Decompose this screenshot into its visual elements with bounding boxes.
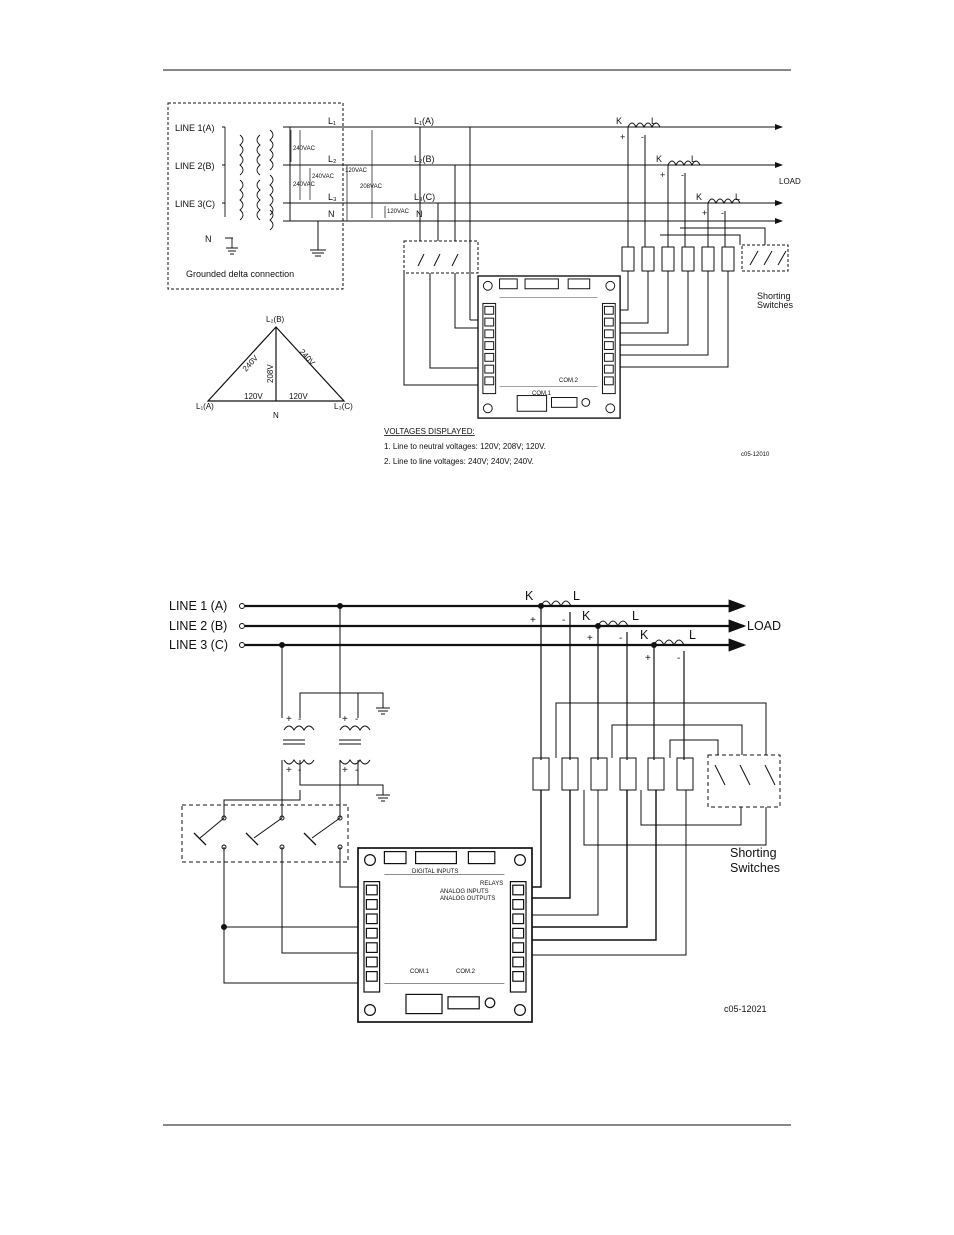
d2-meter-analog-outputs: ANALOG OUTPUTS <box>440 896 495 902</box>
d2-pt2s-minus: - <box>355 765 358 776</box>
voltages-displayed-title: VOLTAGES DISPLAYED: <box>384 427 475 436</box>
d2-meter-analog-inputs: ANALOG INPUTS <box>440 889 489 895</box>
d2-pt2-minus: - <box>355 714 358 725</box>
tri-top: L₂(B) <box>266 315 285 324</box>
d2-ct3-l: L <box>689 628 696 642</box>
tri-base-right: 120V <box>289 392 308 401</box>
d2-ct3-minus: - <box>677 653 680 664</box>
d1-meter-com2: COM.2 <box>559 378 579 384</box>
tri-right: L₃(C) <box>334 402 353 411</box>
d1-ct3-k: K <box>696 192 702 202</box>
d1-volt-5: 208VAC <box>360 184 383 190</box>
d1-phase-b: L₂(B) <box>414 154 435 164</box>
d2-line3-label: LINE 3 (C) <box>169 638 228 652</box>
d1-top-l1: L₁ <box>328 116 336 126</box>
d2-line2-label: LINE 2 (B) <box>169 619 227 633</box>
d1-load-label: LOAD <box>779 177 801 186</box>
d1-line1-label: LINE 1(A) <box>175 123 215 133</box>
d1-phase-n: N <box>416 209 423 219</box>
voltages-displayed-item-1: 1. Line to neutral voltages: 120V; 208V;… <box>384 442 546 451</box>
d2-pt1s-plus: + <box>286 765 292 776</box>
tri-center: 208V <box>266 364 275 383</box>
d1-figure-code: c05-12010 <box>741 452 770 458</box>
d1-line2-label: LINE 2(B) <box>175 161 215 171</box>
d2-ct2-k: K <box>582 609 591 623</box>
d2-ct1-k: K <box>525 589 534 603</box>
d1-volt-1: 240VAC <box>293 146 316 152</box>
d1-volt-6: 120VAC <box>387 209 410 215</box>
d1-neutral-label: N <box>205 234 212 244</box>
d1-ct1-k: K <box>616 116 622 126</box>
d2-ct2-l: L <box>632 609 639 623</box>
d2-figure-code: c05-12021 <box>724 1004 767 1014</box>
d1-ct3-plus: + <box>702 208 707 218</box>
d1-ct3-minus: - <box>721 208 724 218</box>
d2-ct3-k: K <box>640 628 649 642</box>
d2-pt1s-minus: - <box>298 765 301 776</box>
d2-pt1-minus: - <box>298 714 301 725</box>
d2-shorting-2: Switches <box>730 861 780 875</box>
d2-ct1-l: L <box>573 589 580 603</box>
d1-shorting-2: Switches <box>757 300 794 310</box>
d1-volt-2: 240VAC <box>312 174 335 180</box>
d2-meter-com2: COM.2 <box>456 969 476 975</box>
d1-ct1-l: L <box>651 116 656 126</box>
d1-line3-label: LINE 3(C) <box>175 199 215 209</box>
d1-top-n: N <box>328 209 335 219</box>
d2-meter-digital-inputs: DIGITAL INPUTS <box>412 869 458 875</box>
d1-box-caption: Grounded delta connection <box>186 269 294 279</box>
d1-ct2-k: K <box>656 154 662 164</box>
tri-side-right: 240V <box>298 347 318 367</box>
d1-ct2-minus: - <box>681 170 684 180</box>
d1-ct2-l: L <box>691 154 696 164</box>
d2-line1-label: LINE 1 (A) <box>169 599 227 613</box>
diagram-2 <box>181 599 781 984</box>
d2-meter-relays: RELAYS <box>480 881 503 887</box>
d1-ct1-minus: - <box>641 132 644 142</box>
d2-meter-com1: COM.1 <box>410 969 430 975</box>
tri-side-left: 240V <box>241 353 261 373</box>
d1-top-l3: L₃ <box>328 192 337 202</box>
d1-phase-c: L₃(C) <box>414 192 435 202</box>
d2-ct2-plus: + <box>587 633 593 644</box>
grounded-delta-box <box>167 102 344 290</box>
d2-ct1-minus: - <box>562 615 565 626</box>
d2-pt2s-plus: + <box>342 765 348 776</box>
tri-bottom: N <box>273 411 279 420</box>
d2-ct1-plus: + <box>530 615 536 626</box>
d2-pt1-plus: + <box>286 714 292 725</box>
d1-shorting-1: Shorting <box>757 291 791 301</box>
d1-volt-4: 120VAC <box>345 168 368 174</box>
tri-left: L₁(A) <box>196 402 214 411</box>
d2-shorting-1: Shorting <box>730 846 777 860</box>
d1-volt-3: 240VAC <box>293 182 316 188</box>
d2-load-label: LOAD <box>747 619 781 633</box>
d2-pt2-plus: + <box>342 714 348 725</box>
d2-ct3-plus: + <box>645 653 651 664</box>
d1-top-l2: L₂ <box>328 154 337 164</box>
d1-ct3-l: L <box>735 192 740 202</box>
tri-base-left: 120V <box>244 392 263 401</box>
d2-ct2-minus: - <box>619 633 622 644</box>
voltages-displayed-item-2: 2. Line to line voltages: 240V; 240V; 24… <box>384 457 534 466</box>
diagram-1 <box>167 102 789 402</box>
d1-ct2-plus: + <box>660 170 665 180</box>
d1-meter-com1: COM.1 <box>532 391 552 397</box>
d1-ct1-plus: + <box>620 132 625 142</box>
d1-phase-a: L₁(A) <box>414 116 434 126</box>
